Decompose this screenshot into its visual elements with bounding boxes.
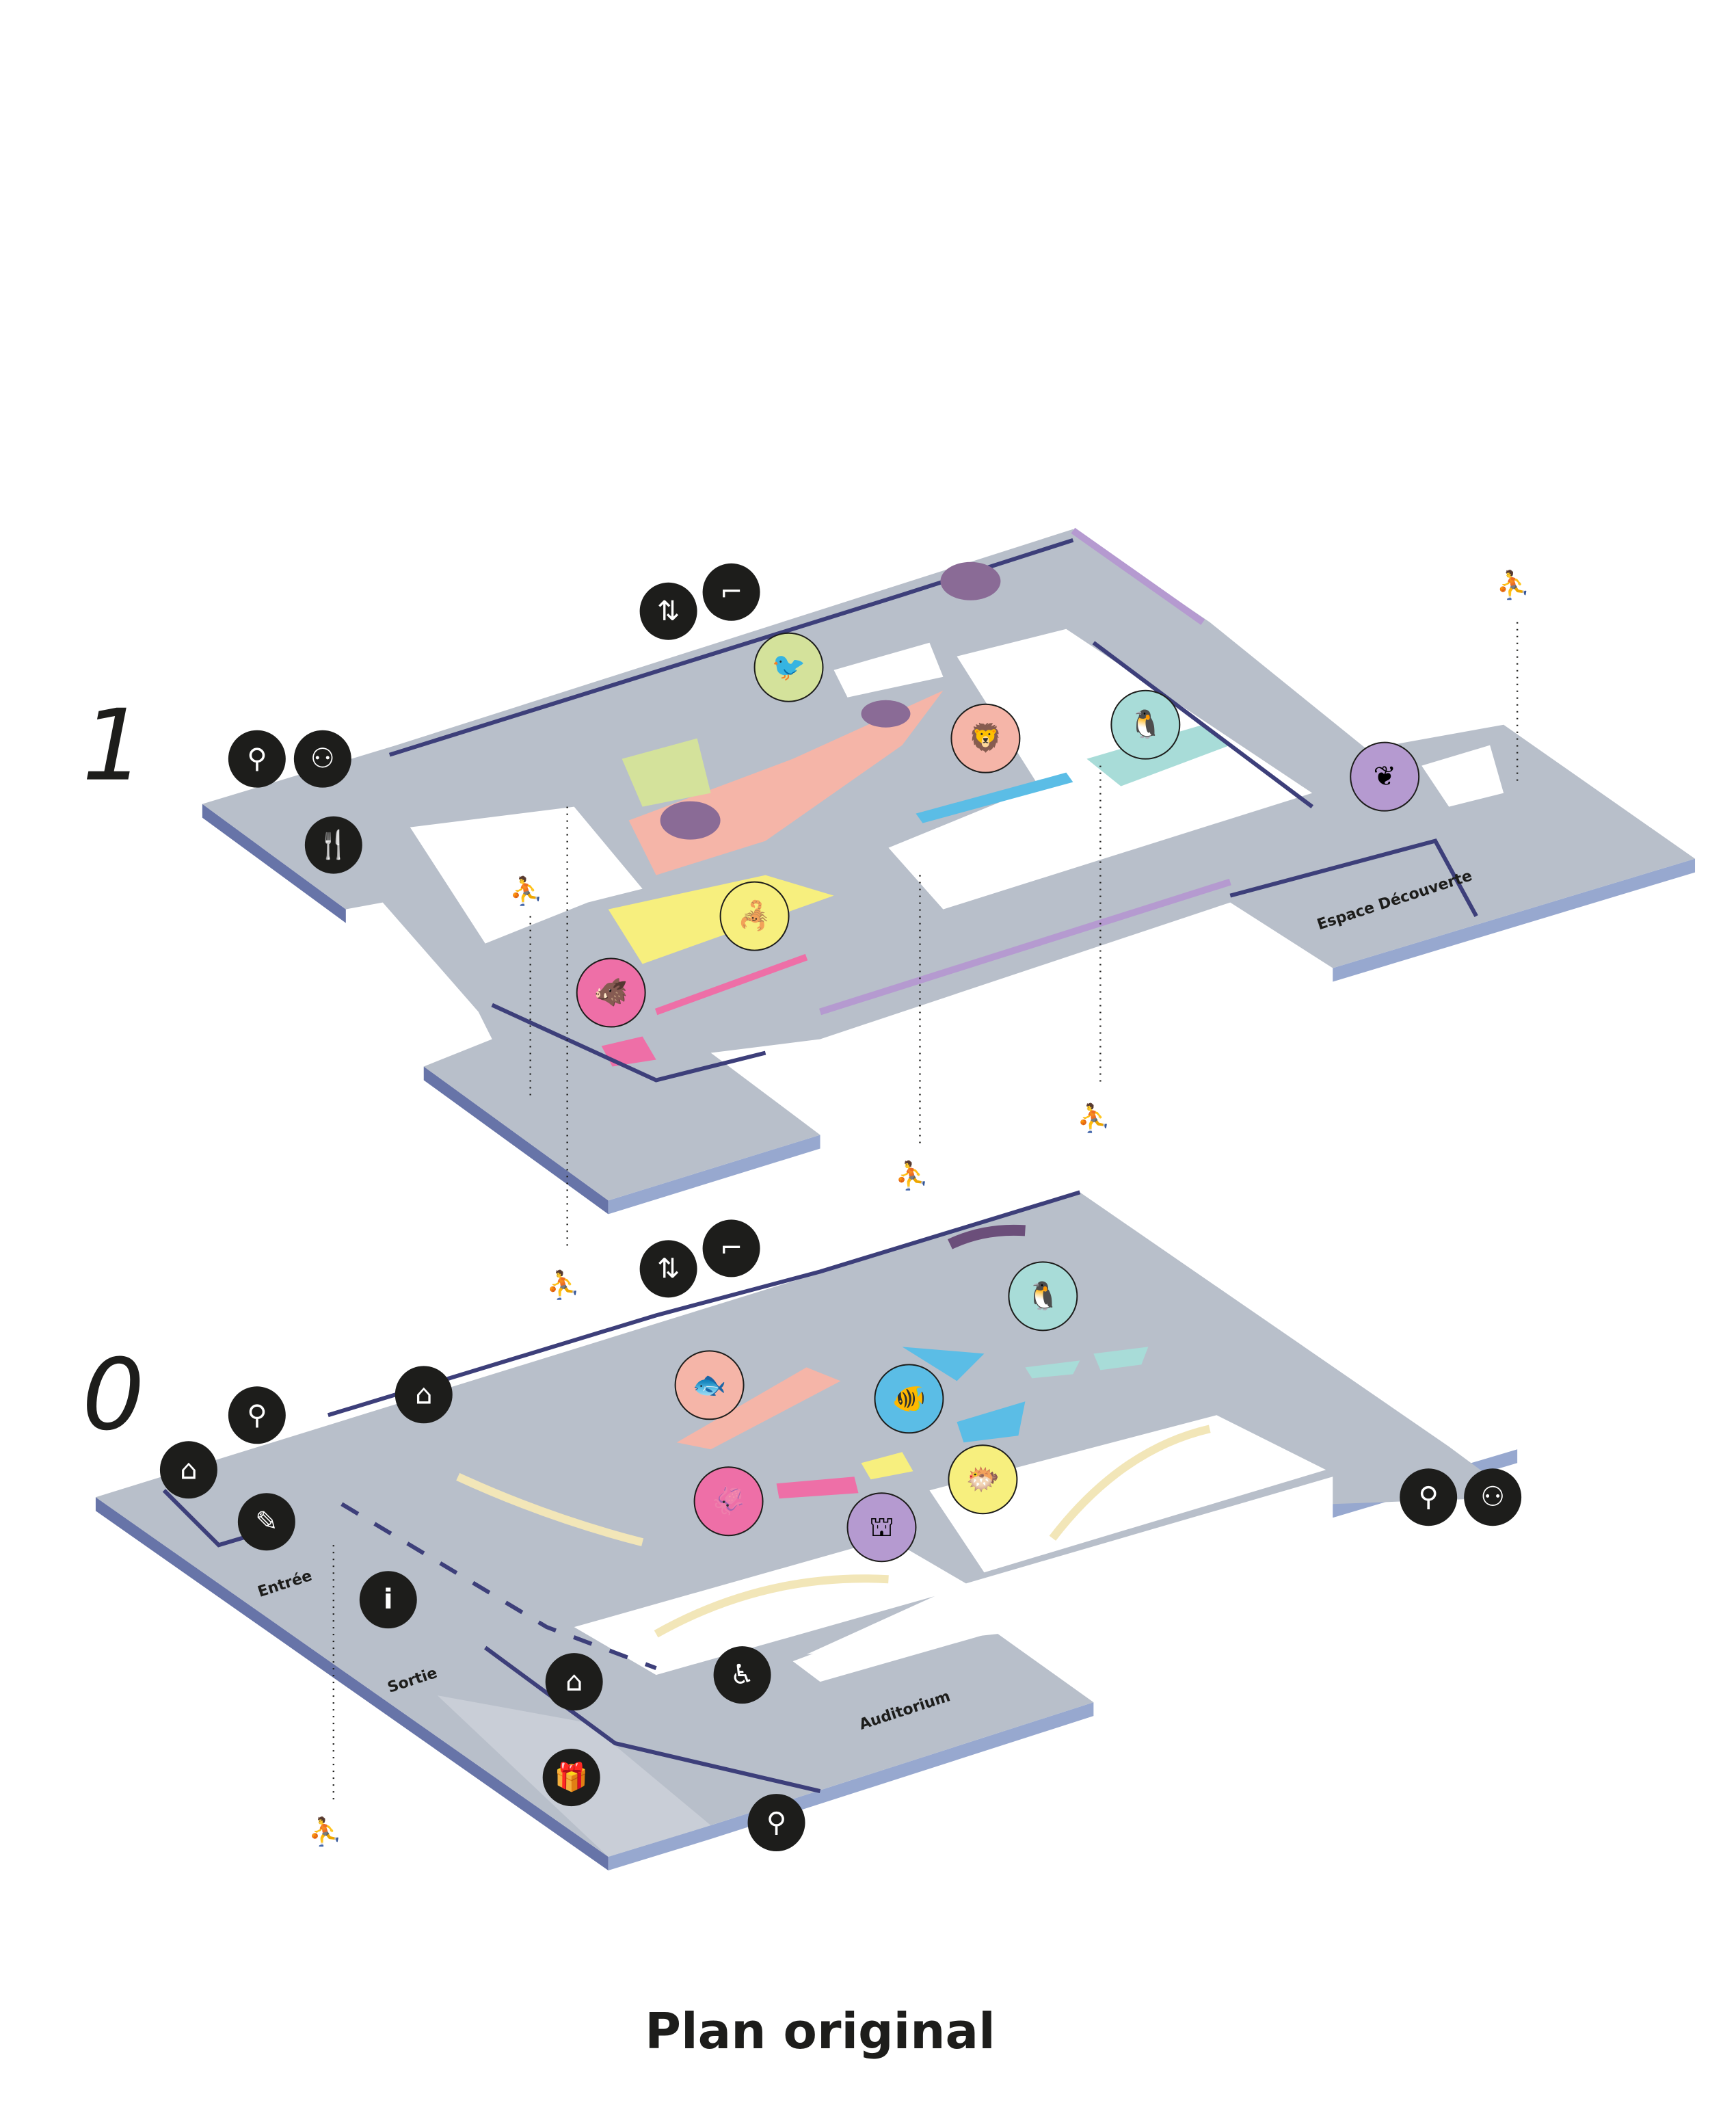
coral-fish-icon: 🐡 — [966, 1464, 1000, 1495]
floor-connections — [332, 622, 1519, 1805]
baby-change-icon: ⚇ — [310, 743, 335, 775]
elevator-icon: ⇅ — [657, 1253, 680, 1284]
info-icon: i — [384, 1584, 393, 1615]
baby-change-marker[interactable]: ⚇ — [1464, 1468, 1522, 1526]
cloakroom-marker[interactable]: ⌂ — [159, 1441, 217, 1499]
floor-0-label: 0 — [82, 1337, 145, 1452]
seabed-icon: ⛫ — [869, 1511, 894, 1543]
restaurant-icon: 🍴 — [317, 829, 351, 861]
rhino-exhibit — [861, 700, 911, 728]
lion-icon: 🦁 — [969, 722, 1003, 754]
bird-icon: 🐦 — [772, 652, 806, 683]
polar-exhibit-marker[interactable]: 🐧 — [1008, 1261, 1078, 1332]
polar-exhibit-marker[interactable]: 🐧 — [1110, 689, 1181, 760]
birds-exhibit-marker[interactable]: 🐦 — [753, 632, 824, 702]
coat-hanger-icon: ⌂ — [415, 1379, 432, 1410]
stairs-person-markers: ⛹ ⛹ ⛹ ⛹ ⛹ ⛹ — [308, 568, 1530, 1848]
toilets-marker[interactable]: ⚲ — [228, 1386, 286, 1444]
toilets-marker[interactable]: ⚲ — [228, 730, 286, 788]
stairs-icon: ⌐ — [720, 577, 743, 608]
coat-hanger-icon: ⌂ — [565, 1666, 583, 1697]
coat-hanger-icon: ⌂ — [180, 1454, 197, 1485]
stairs-person-icon: ⛹ — [1496, 568, 1530, 601]
stairs-icon: ⌐ — [720, 1232, 743, 1264]
gift-shop-marker[interactable]: 🎁 — [542, 1749, 600, 1807]
skeleton-exhibit — [654, 1574, 889, 1638]
toilets-marker[interactable]: ⚲ — [747, 1794, 805, 1852]
squid-icon: 🦑 — [712, 1485, 746, 1517]
ticket-desk-marker[interactable]: ✎ — [237, 1493, 295, 1551]
cloakroom-marker[interactable]: ⌂ — [545, 1653, 603, 1711]
desk-person-icon: ✎ — [255, 1506, 278, 1537]
skeleton-exhibit — [456, 1472, 644, 1547]
elevator-marker[interactable]: ⇅ — [639, 582, 697, 640]
exhibit-markers: 🐦 🦁 🐧 ❦ 🦂 🐗 🐧 🐟 🐠 🦑 🐡 ⛫ — [576, 632, 1420, 1563]
ocean-exhibit-marker[interactable]: 🐠 — [874, 1364, 944, 1434]
penguin-icon: 🐧 — [1026, 1280, 1060, 1312]
deep-sea-exhibit-marker[interactable]: 🐟 — [674, 1350, 745, 1420]
wheelchair-elevator-icon: ♿ — [730, 1659, 755, 1691]
floor-1-label: 1 — [82, 688, 145, 803]
stairs-marker[interactable]: ⌐ — [702, 1219, 760, 1278]
penguin-icon: 🐧 — [1128, 709, 1162, 741]
stairs-person-icon: ⛹ — [509, 875, 544, 908]
stairs-person-icon: ⛹ — [895, 1159, 929, 1191]
elevator-icon: ⇅ — [657, 596, 680, 627]
restaurant-marker[interactable]: 🍴 — [304, 816, 362, 874]
map-title: Plan original — [645, 2002, 996, 2060]
jellyfish-fish-icon: 🐟 — [693, 1369, 727, 1401]
seabed-exhibit-marker[interactable]: ⛫ — [846, 1492, 917, 1563]
stairs-person-icon: ⛹ — [546, 1268, 580, 1301]
coral-reef-exhibit-marker[interactable]: 🐡 — [948, 1444, 1018, 1515]
floor-0: 0 Entrée Sortie Auditorium — [82, 1190, 1518, 1871]
baby-change-icon: ⚇ — [1480, 1481, 1505, 1513]
cloakroom-marker[interactable]: ⌂ — [395, 1366, 453, 1424]
elephant-exhibit — [660, 801, 721, 840]
hyena-icon: 🐗 — [594, 977, 628, 1009]
toilets-icon: ⚲ — [247, 1399, 267, 1431]
plant-icon: ❦ — [1373, 761, 1396, 793]
stairs-person-icon: ⛹ — [1076, 1101, 1110, 1134]
seahorse-icon: 🐠 — [892, 1383, 926, 1414]
insects-exhibit-marker[interactable]: 🦂 — [719, 881, 790, 951]
stairs-marker[interactable]: ⌐ — [702, 563, 760, 621]
baby-change-marker[interactable]: ⚇ — [293, 730, 351, 788]
cephalopods-exhibit-marker[interactable]: 🦑 — [693, 1466, 764, 1537]
mammals-exhibit-marker[interactable]: 🐗 — [576, 957, 646, 1028]
big-cats-exhibit-marker[interactable]: 🦁 — [950, 703, 1021, 773]
skeleton-exhibit — [1049, 1425, 1211, 1541]
toilets-marker[interactable]: ⚲ — [1400, 1468, 1458, 1526]
toilets-icon: ⚲ — [247, 743, 267, 775]
toilets-icon: ⚲ — [766, 1807, 786, 1838]
service-markers: ⇅ ⌐ ⚲ ⚇ 🍴 ⇅ ⌐ ⌂ ⚲ ⌂ ✎ i ⌂ 🎁 ⚲ ♿ ⚲ ⚇ — [159, 563, 1522, 1852]
mammoth-exhibit — [940, 561, 1001, 600]
stairs-person-icon: ⛹ — [308, 1815, 343, 1848]
floor-0-surface — [95, 1192, 1518, 1857]
info-marker[interactable]: i — [359, 1571, 417, 1629]
scorpion-icon: 🦂 — [738, 899, 772, 932]
accessible-elevator-marker[interactable]: ♿ — [713, 1646, 771, 1704]
elevator-marker[interactable]: ⇅ — [639, 1240, 697, 1298]
manatee-exhibit — [947, 1224, 1026, 1249]
toilets-icon: ⚲ — [1419, 1481, 1439, 1513]
gift-icon: 🎁 — [555, 1761, 589, 1793]
plants-exhibit-marker[interactable]: ❦ — [1350, 741, 1420, 812]
